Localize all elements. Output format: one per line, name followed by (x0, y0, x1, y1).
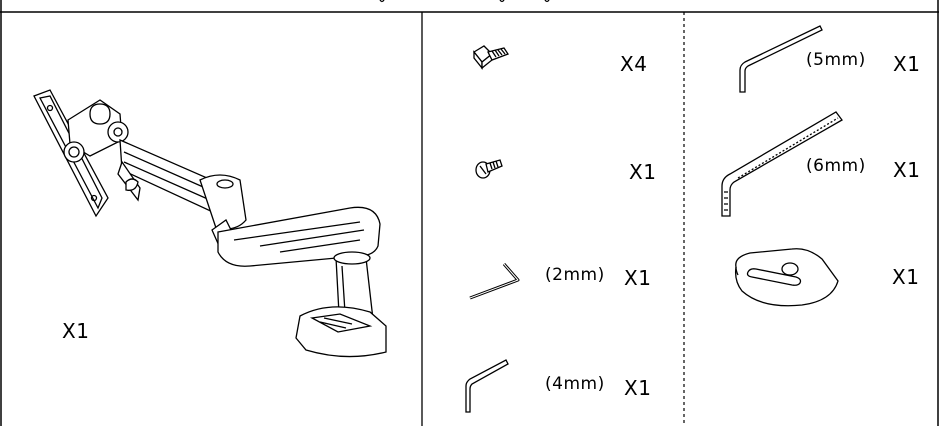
hex-key-icon (469, 263, 520, 300)
hex-2mm-qty: X1 (624, 266, 652, 290)
hex-key-icon (465, 359, 509, 413)
hex-6mm-qty: X1 (893, 158, 921, 182)
bolt-icon (473, 45, 509, 70)
plate-qty: X1 (892, 265, 920, 289)
mounting-plate-icon (734, 248, 839, 307)
bolt-large-qty: X4 (620, 52, 648, 76)
hex-5mm-qty: X1 (893, 52, 921, 76)
bolt-small-qty: X1 (629, 160, 657, 184)
hex-4mm-size: (4mm) (545, 374, 605, 394)
hex-6mm-size: (6mm) (806, 156, 866, 176)
screw-icon (475, 159, 503, 179)
hex-key-icon (739, 25, 823, 93)
hex-2mm-size: (2mm) (545, 265, 605, 285)
hex-4mm-qty: X1 (624, 376, 652, 400)
arm-qty: X1 (62, 319, 90, 343)
monitor-arm-icon (33, 89, 387, 358)
hex-key-icon (721, 111, 843, 217)
hex-5mm-size: (5mm) (806, 50, 866, 70)
